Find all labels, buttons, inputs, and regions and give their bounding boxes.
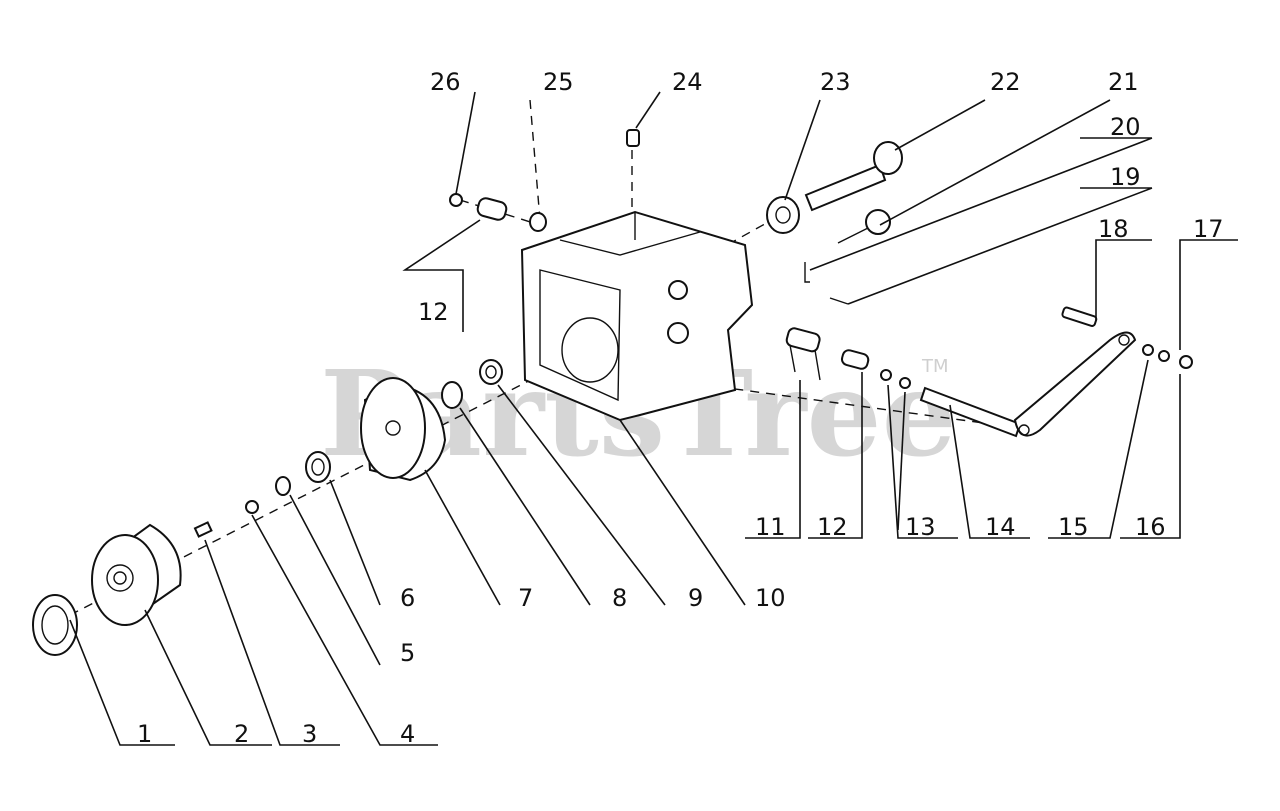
part-1-seal	[32, 594, 78, 656]
callout-18: 18	[1098, 215, 1129, 243]
part-19-pin	[829, 297, 849, 305]
callout-11: 11	[755, 513, 786, 541]
part-17-washer	[1142, 344, 1170, 362]
part-2-drum	[91, 523, 182, 626]
part-22-input-shaft	[804, 141, 903, 212]
part-15-lever-arm	[1013, 331, 1137, 437]
callout-19: 19	[1110, 163, 1141, 191]
part-5-washer	[275, 476, 291, 496]
part-20-cotter-pin	[804, 262, 810, 283]
part-7-gear	[360, 377, 447, 482]
callout-3: 3	[302, 720, 317, 748]
callout-17: 17	[1193, 215, 1224, 243]
callout-13: 13	[905, 513, 936, 541]
callout-labels: 1 2 3 4 5 6 7 8 9 10 11 12 13 14 15 16 1…	[137, 68, 1224, 748]
callout-12-right: 12	[817, 513, 848, 541]
callout-24: 24	[672, 68, 703, 96]
part-24-bolt	[626, 129, 640, 147]
callout-1: 1	[137, 720, 152, 748]
part-12-spacer	[840, 349, 870, 370]
callout-25: 25	[543, 68, 574, 96]
part-4-nut	[245, 500, 259, 514]
callout-6: 6	[400, 584, 415, 612]
callout-23: 23	[820, 68, 851, 96]
part-25-bushing	[529, 212, 547, 232]
part-9-seal	[479, 359, 503, 385]
part-21-fitting	[837, 209, 891, 244]
part-3-fitting	[193, 521, 213, 538]
callout-16: 16	[1135, 513, 1166, 541]
callout-22: 22	[990, 68, 1021, 96]
trademark-mark: TM	[921, 356, 949, 377]
leader-lines	[69, 91, 1238, 746]
part-10-gearbox-housing	[520, 210, 754, 422]
callout-15: 15	[1058, 513, 1089, 541]
callout-4: 4	[400, 720, 415, 748]
part-8-bushing	[441, 381, 463, 409]
callout-14: 14	[985, 513, 1016, 541]
callout-5: 5	[400, 639, 415, 667]
callout-8: 8	[612, 584, 627, 612]
part-14-shaft	[919, 386, 1022, 438]
part-11-shift-fork	[785, 327, 821, 381]
callout-10: 10	[755, 584, 786, 612]
part-6-bearing	[305, 451, 331, 483]
callout-26: 26	[430, 68, 461, 96]
callout-2: 2	[234, 720, 249, 748]
part-13-clips	[880, 369, 911, 389]
part-18-bolt	[1061, 306, 1098, 327]
callout-20: 20	[1110, 113, 1141, 141]
callout-12-left: 12	[418, 298, 449, 326]
callout-7: 7	[518, 584, 533, 612]
callout-9: 9	[688, 584, 703, 612]
part-26-oring	[449, 193, 463, 207]
part-16-nut	[1179, 355, 1193, 369]
part-23-bearing	[766, 196, 800, 234]
callout-21: 21	[1108, 68, 1139, 96]
part-12-left-sleeve	[476, 197, 508, 221]
